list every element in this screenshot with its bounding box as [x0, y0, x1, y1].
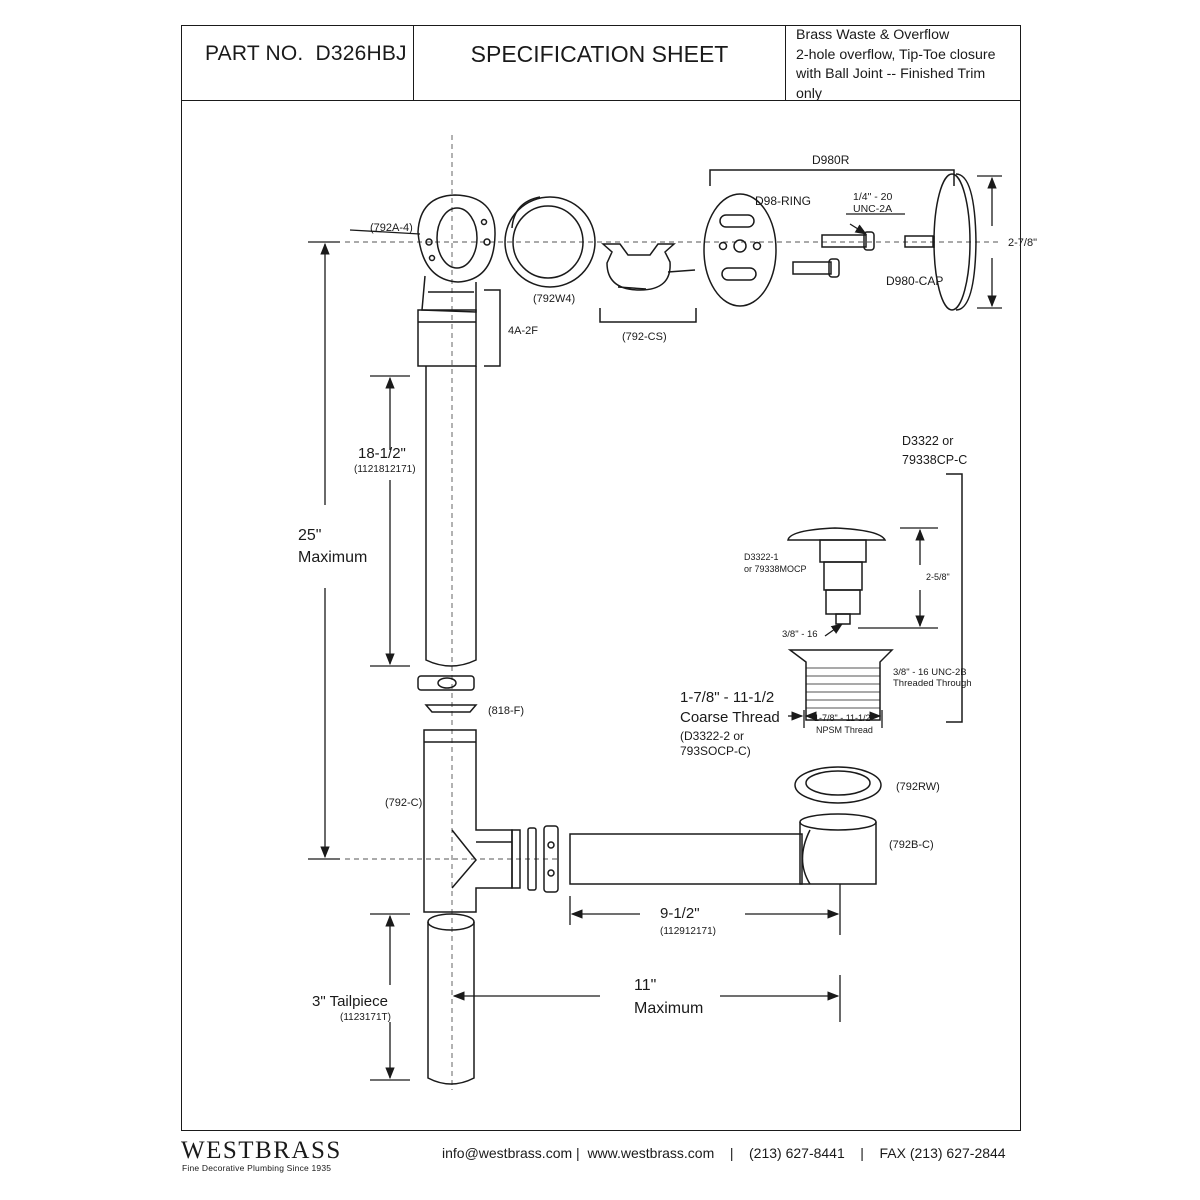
- cap-screws: [792, 231, 934, 278]
- tailpiece: [427, 913, 475, 1085]
- description-cell: Brass Waste & Overflow 2-hole overflow, …: [786, 25, 1021, 102]
- label-cap: D980-CAP: [886, 274, 943, 288]
- dimension-lines: [308, 175, 1002, 1081]
- description-line: Brass Waste & Overflow: [796, 27, 950, 43]
- label-ring: D98-RING: [755, 194, 811, 208]
- dim-tail-value: 3" Tailpiece: [312, 993, 388, 1010]
- label-clip: (792-CS): [622, 331, 667, 343]
- overflow-cap: [933, 173, 977, 311]
- title-cell: SPECIFICATION SHEET: [414, 25, 786, 100]
- part-number: PART NO. D326HBJ: [205, 42, 407, 66]
- overflow-tube: [417, 309, 477, 667]
- drain-body: [787, 649, 894, 721]
- dim-tail-code: (1123171T): [340, 1012, 391, 1023]
- label-coarse-2: Coarse Thread: [680, 709, 780, 726]
- rubber-washer: [794, 766, 882, 804]
- dim-11-note: Maximum: [634, 1000, 703, 1017]
- label-stopper-top-2: or 79338MOCP: [744, 564, 807, 574]
- description-line: with Ball Joint -- Finished Trim: [796, 66, 986, 82]
- label-stud: 3/8" - 16: [782, 629, 818, 640]
- label-d980r: D980R: [812, 153, 850, 167]
- sheet-title: SPECIFICATION SHEET: [470, 41, 729, 67]
- label-cap-height: 2-7/8": [1008, 237, 1037, 249]
- label-body-thread-2: Threaded Through: [893, 678, 972, 689]
- description-line: only: [796, 85, 823, 102]
- label-screw-thread: UNC-2A: [853, 203, 892, 215]
- dim-9-value: 9-1/2": [660, 905, 700, 922]
- label-screw-size: 1/4" - 20: [853, 191, 892, 203]
- part-label: PART NO.: [205, 42, 304, 65]
- label-washer: (792W4): [533, 293, 575, 305]
- description-line: 2-hole overflow, Tip-Toe closure: [796, 46, 996, 63]
- label-slip-nut: (818-F): [488, 705, 524, 717]
- label-rubber-washer: (792RW): [896, 781, 940, 793]
- label-coarse-4: 793SOCP-C): [680, 744, 751, 758]
- title-block: PART NO. D326HBJ SPECIFICATION SHEET Bras…: [181, 25, 1021, 102]
- brand-logo: WESTBRASS: [181, 1137, 342, 1164]
- label-stopper-height: 2-5/8": [926, 572, 950, 582]
- label-stopper-group-1: D3322 or: [902, 434, 953, 448]
- label-coarse-1: 1-7/8" - 11-1/2: [680, 689, 774, 706]
- label-stopper-top-1: D3322-1: [744, 552, 779, 562]
- overflow-ring: [703, 193, 777, 307]
- dim-25-value: 25": [298, 527, 321, 544]
- dim-11-value: 11": [634, 977, 656, 994]
- dim-25-note: Maximum: [298, 549, 367, 566]
- sheet-frame: [181, 25, 1021, 1131]
- label-overflow-elbow: (792A-4): [370, 222, 413, 234]
- d980r-bracket: [709, 169, 955, 186]
- label-npsm-2: NPSM Thread: [816, 725, 873, 735]
- part-number-cell: PART NO. D326HBJ: [181, 25, 414, 100]
- waste-tee: [423, 729, 521, 913]
- drain-arm: [569, 813, 877, 885]
- part-number-value: D326HBJ: [315, 42, 407, 65]
- label-tee: (792-C): [385, 797, 422, 809]
- label-body-thread-1: 3/8" - 16 UNC-2B: [893, 667, 967, 678]
- label-stopper-group-2: 79338CP-C: [902, 453, 967, 467]
- coupling-bracket: [484, 289, 501, 367]
- overflow-washer: [504, 196, 596, 288]
- label-npsm-1: 1-7/8" - 11-1/2: [814, 713, 871, 723]
- overflow-clip: [599, 243, 697, 323]
- label-coarse-3: (D3322-2 or: [680, 729, 744, 743]
- slip-nut: [417, 675, 478, 713]
- contact-line: info@westbrass.com | www.westbrass.com |…: [442, 1145, 1006, 1161]
- label-shoe: (792B-C): [889, 839, 934, 851]
- label-coupling: 4A-2F: [508, 325, 538, 337]
- dim-18-code: (1121812171): [354, 464, 416, 475]
- toe-stopper: [787, 527, 887, 625]
- dim-18-value: 18-1/2": [358, 445, 406, 462]
- overflow-elbow: [417, 194, 496, 313]
- product-description: Brass Waste & Overflow 2-hole overflow, …: [796, 26, 1015, 104]
- stopper-bracket: [946, 473, 963, 723]
- center-lines: [345, 135, 1000, 1090]
- drain-arm-couplings: [527, 825, 559, 893]
- brand-tagline: Fine Decorative Plumbing Since 1935: [182, 1163, 332, 1173]
- dim-9-code: (112912171): [660, 926, 716, 937]
